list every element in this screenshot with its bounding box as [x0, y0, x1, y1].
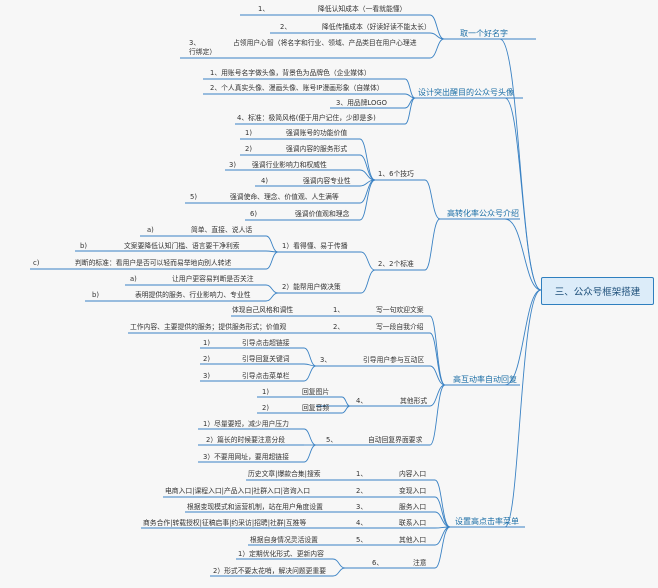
node-num: b) — [80, 242, 87, 250]
node-text: 3）不要用网址，要用超链接 — [203, 453, 289, 461]
category-auto-reply[interactable]: 高互动率自动回复 — [453, 375, 517, 384]
node-text: 体现自己风格和调性 — [232, 306, 294, 314]
node-text: 电商入口|课程入口|产品入口|社群入口|咨询入口 — [165, 487, 311, 495]
node-text: 根据变现模式和运营机制，站在用户角度设置 — [187, 503, 323, 511]
node-num: 3) — [203, 372, 210, 380]
node-num: 2) — [203, 355, 210, 363]
node-num: 1、 — [258, 5, 270, 13]
group-label: 引导用户参与互动区 — [363, 356, 425, 364]
subgroup-label: 2）能帮用户做决策 — [282, 283, 341, 291]
group-label: 其他入口 — [399, 536, 427, 544]
node-num: a) — [130, 275, 137, 283]
group-num: 1、 — [356, 470, 368, 478]
group-label: 服务入口 — [399, 503, 427, 511]
node-text: 引导点击菜单栏 — [242, 372, 290, 380]
group-num: 2、 — [333, 323, 345, 331]
node-num: 2) — [262, 404, 269, 412]
node-text: 表明提供的服务、行业影响力、专业性 — [135, 291, 251, 299]
group-label: 2、2个标准 — [378, 260, 414, 268]
node-text: 强调行业影响力和权威性 — [252, 161, 327, 169]
group-num: 5、 — [356, 536, 368, 544]
node-text-cont: 行绑定） — [189, 48, 217, 56]
node-text: 根据自身情况灵活设置 — [250, 536, 318, 544]
node-num: 5) — [190, 193, 197, 201]
node-text: 判断的标准：看用户是否可以轻而易举地向别人转述 — [75, 259, 232, 267]
group-num: 1、 — [333, 306, 345, 314]
group-label: 联系入口 — [399, 519, 427, 527]
node-num: 2) — [245, 145, 252, 153]
group-label: 自动回复界面要求 — [368, 436, 423, 444]
node-num: a) — [147, 226, 154, 234]
group-label: 写一句欢迎文案 — [376, 306, 424, 314]
node-text: 文案要降低认知门槛、语言要干净利索 — [124, 242, 240, 250]
node-text: 引导回复关键词 — [242, 355, 290, 363]
group-num: 4、 — [356, 519, 368, 527]
group-label: 变现入口 — [399, 487, 427, 495]
node-text: 强调内容专业性 — [303, 177, 351, 185]
node-num: c) — [33, 259, 40, 267]
node-text: 回复音频 — [302, 404, 330, 412]
node-text: 降低认知成本（一看就能懂） — [318, 5, 407, 13]
subgroup-label: 1）看得懂、易于传播 — [282, 242, 348, 250]
node-text: 回复图片 — [302, 388, 330, 396]
node-text: 1）定期优化形式、更新内容 — [238, 550, 324, 558]
node-text: 强调内容的服务形式 — [286, 145, 348, 153]
node-text: 降低传播成本（好读好读不能太长） — [322, 23, 431, 31]
group-label: 写一段自我介绍 — [376, 323, 424, 331]
node-num: 3) — [229, 161, 236, 169]
node-num: 1) — [245, 129, 252, 137]
group-num: 3、 — [356, 503, 368, 511]
node-text: 3、用品牌LOGO — [336, 99, 388, 107]
node-num: 4) — [261, 177, 268, 185]
node-num: 1) — [262, 388, 269, 396]
group-num: 2、 — [356, 487, 368, 495]
node-text: 2）篇长的时候要注意分段 — [206, 436, 286, 444]
node-text: 2）形式不要太花哨，解决问题更重要 — [213, 567, 327, 575]
node-text: 4、标准：极简风格(便于用户记住，少即是多) — [237, 114, 376, 122]
group-label: 内容入口 — [399, 470, 427, 478]
node-num: 2、 — [280, 23, 292, 31]
node-text: 强调账号的功能价值 — [286, 129, 348, 137]
group-num: 3、 — [320, 356, 332, 364]
node-text: 1、用账号名字做头像，背景色为品牌色（企业媒体） — [210, 69, 371, 77]
node-text: 引导点击超链接 — [242, 339, 290, 347]
node-text: 1）尽量要短，减少用户压力 — [203, 420, 289, 428]
node-text: 占领用户心智（将名字和行业、领域、产品类目在用户心理进 — [233, 39, 417, 47]
root-node[interactable]: 三、公众号框架搭建 — [541, 277, 654, 305]
category-intro[interactable]: 高转化率公众号介绍 — [447, 209, 519, 218]
node-num: 6) — [250, 210, 257, 218]
node-text: 历史文章|爆款合集|搜索 — [248, 470, 321, 478]
category-name[interactable]: 取一个好名字 — [460, 29, 508, 38]
node-num: 1) — [203, 339, 210, 347]
node-num: b) — [92, 291, 99, 299]
group-label: 其他形式 — [400, 397, 428, 405]
group-num: 4、 — [356, 397, 368, 405]
node-text: 工作内容、主要提供的服务；提供服务形式；价值观 — [130, 323, 287, 331]
node-text: 强调价值观和理念 — [295, 210, 350, 218]
category-avatar[interactable]: 设计突出醒目的公众号头像 — [418, 88, 514, 97]
group-label: 1、6个技巧 — [378, 170, 414, 178]
group-label: 注意 — [413, 559, 427, 567]
group-num: 6、 — [372, 559, 384, 567]
node-num: 3、 — [189, 39, 201, 47]
node-text: 2、个人真实头像、漫画头像、账号IP漫画形象（自媒体） — [210, 84, 384, 92]
category-menu[interactable]: 设置高点击率菜单 — [455, 517, 519, 526]
node-text: 简单、直接、说人话 — [191, 226, 253, 234]
node-text: 商务合作|转载授权|征稿启事|约采访|招聘|社群|互推等 — [143, 519, 307, 527]
node-text: 让用户更容易判断是否关注 — [172, 275, 254, 283]
group-num: 5、 — [326, 436, 338, 444]
node-text: 强调使命、理念、价值观、人生满等 — [230, 193, 339, 201]
